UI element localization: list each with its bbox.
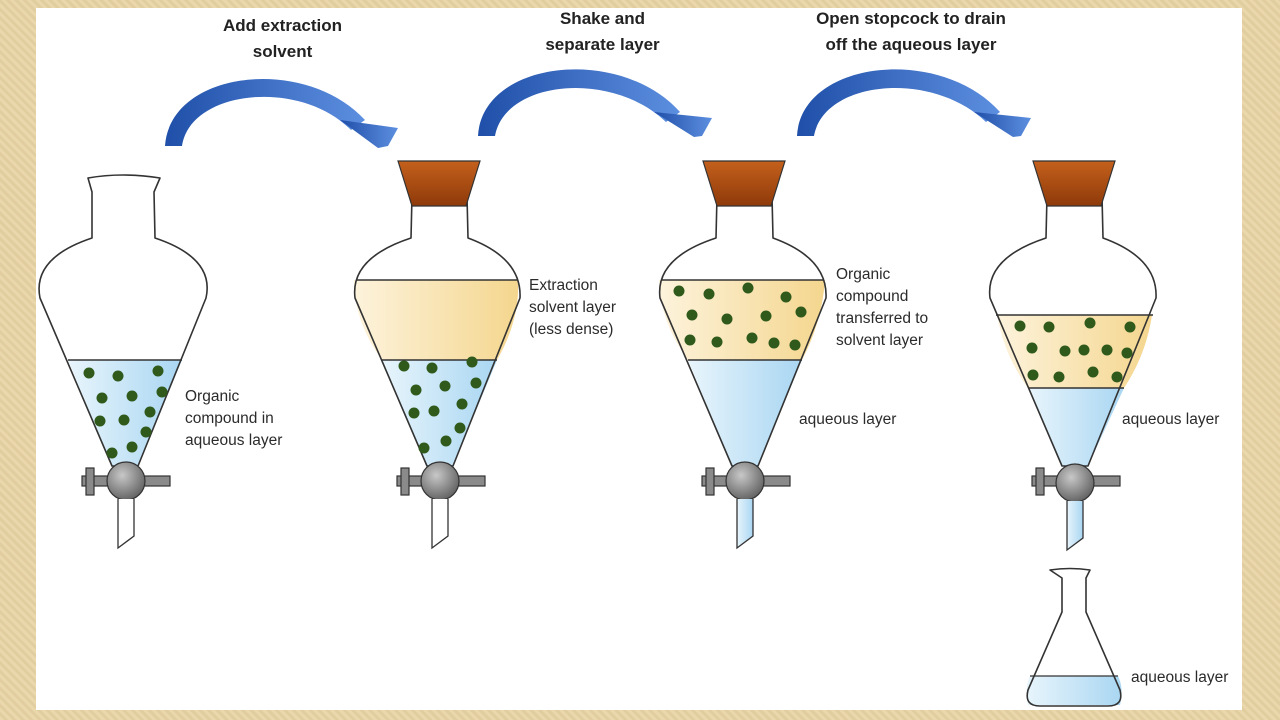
erlenmeyer-flask: [1026, 567, 1122, 707]
separatory-funnel-1: [38, 174, 208, 550]
aqueous-layer-1: [68, 360, 182, 466]
solvent-layer-2: [354, 280, 519, 360]
flask-aqueous-layer: [1026, 676, 1122, 705]
separatory-funnel-3: [658, 160, 827, 550]
step-1-caption: Add extraction solvent: [222, 16, 343, 61]
aqueous-layer-4: [1028, 388, 1124, 466]
stopper-3: [702, 160, 786, 207]
aqueous-layer-2: [382, 360, 497, 466]
organic-particles-4: [1014, 317, 1136, 383]
label-aqueous-layer-4: aqueous layer: [1122, 411, 1220, 428]
step-2-caption: Shake and separate layer: [545, 9, 660, 54]
stopper-4: [1032, 160, 1116, 207]
separatory-funnel-2: [353, 160, 521, 550]
arrow-3-icon: [797, 69, 1031, 137]
label-organic-transferred: Organic compound transferred to solvent …: [836, 266, 929, 349]
organic-particles-3: [673, 282, 807, 351]
stopcock-4: [1031, 463, 1121, 552]
arrow-2-icon: [478, 69, 712, 137]
label-extraction-solvent-layer: Extraction solvent layer (less dense): [529, 277, 617, 338]
label-aqueous-layer-flask: aqueous layer: [1131, 669, 1229, 686]
label-organic-in-aqueous: Organic compound in aqueous layer: [185, 388, 283, 449]
organic-particles-1: [83, 365, 168, 459]
stopper-2: [397, 160, 481, 207]
stopcock-3: [701, 461, 791, 550]
separatory-funnel-4: [988, 160, 1157, 552]
step-3-caption: Open stopcock to drain off the aqueous l…: [816, 9, 1006, 54]
aqueous-layer-3: [688, 360, 802, 466]
label-aqueous-layer-3: aqueous layer: [799, 411, 897, 428]
stopcock-1: [81, 461, 171, 550]
organic-particles-2: [398, 356, 482, 454]
solvent-layer-4: [997, 315, 1152, 388]
arrow-1-icon: [165, 79, 398, 148]
stopcock-2: [396, 461, 486, 550]
